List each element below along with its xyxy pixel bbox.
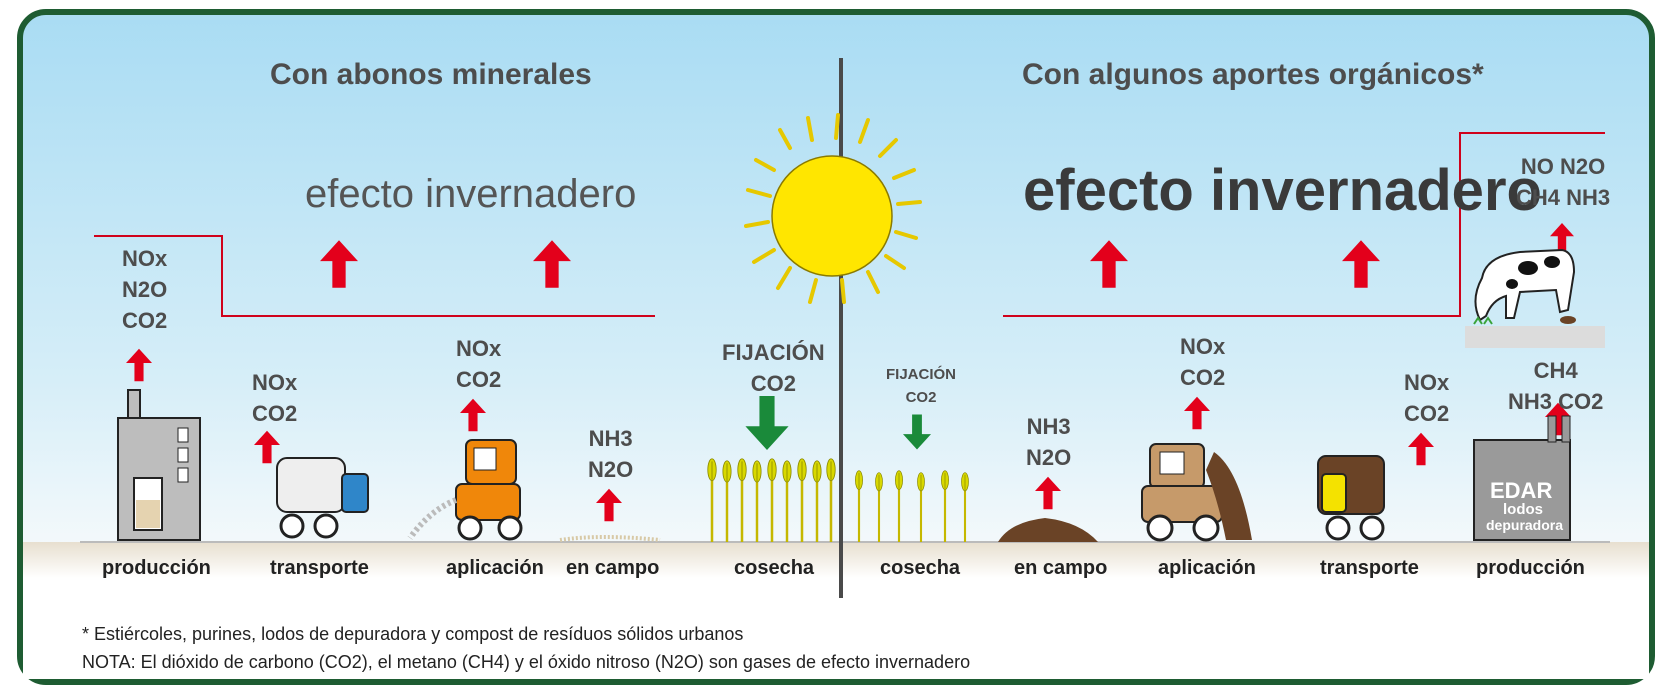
cow-icon bbox=[1465, 248, 1605, 348]
crop-icon-left bbox=[706, 458, 837, 542]
truck-icon bbox=[276, 457, 369, 539]
effect-line-right bbox=[1003, 132, 1605, 317]
stage-produccion-right: producción bbox=[1476, 557, 1585, 579]
tractor-icon bbox=[407, 439, 523, 541]
stage-produccion-left: producción bbox=[102, 557, 211, 579]
title-left: Con abonos minerales bbox=[270, 58, 592, 91]
stage-cosecha-right: cosecha bbox=[880, 557, 961, 579]
stage-encampo-left: en campo bbox=[566, 557, 660, 579]
truck-icon-right bbox=[1317, 455, 1385, 541]
footnote: * Estiércoles, purines, lodos de depurad… bbox=[82, 624, 744, 644]
stage-aplicacion-right: aplicación bbox=[1158, 557, 1256, 579]
gas-aplicacion-left: NOx CO2 bbox=[456, 336, 502, 392]
nota: NOTA: El dióxido de carbono (CO2), el me… bbox=[82, 652, 971, 672]
edar-title: EDAR bbox=[1490, 478, 1553, 503]
effect-label-right: efecto invernadero bbox=[1023, 158, 1542, 223]
effect-line-left bbox=[94, 235, 655, 317]
edar-line1: lodos bbox=[1503, 501, 1543, 518]
manure-pile-icon bbox=[998, 518, 1098, 542]
sun-icon bbox=[744, 113, 922, 304]
fixation-left: FIJACIÓN CO2 bbox=[722, 340, 825, 396]
gas-encampo-right: NH3 N2O bbox=[1026, 414, 1072, 470]
stage-aplicacion-left: aplicación bbox=[446, 557, 544, 579]
tractor-icon-right bbox=[1141, 443, 1252, 542]
factory-icon bbox=[117, 389, 201, 541]
gas-aplicacion-right: NOx CO2 bbox=[1180, 334, 1226, 390]
granules bbox=[559, 535, 661, 542]
stage-transporte-right: transporte bbox=[1320, 557, 1419, 579]
edar-line2: depuradora bbox=[1486, 517, 1564, 533]
stage-encampo-right: en campo bbox=[1014, 557, 1108, 579]
gas-encampo-left: NH3 N2O bbox=[588, 426, 634, 482]
gas-produccion-right: CH4 NH3 CO2 bbox=[1508, 358, 1604, 414]
edar-plant-icon bbox=[1473, 415, 1571, 541]
gas-produccion-left: NOx N2O CO2 bbox=[122, 246, 168, 333]
fixation-right: FIJACIÓN CO2 bbox=[886, 366, 957, 406]
title-right: Con algunos aportes orgánicos* bbox=[1022, 58, 1484, 91]
notes-area bbox=[23, 578, 1649, 679]
gas-transporte-left: NOx CO2 bbox=[252, 370, 298, 426]
stage-transporte-left: transporte bbox=[270, 557, 369, 579]
gas-transporte-right: NOx CO2 bbox=[1404, 370, 1450, 426]
effect-label-left: efecto invernadero bbox=[305, 172, 637, 216]
gas-cow: NO N2O CH4 NH3 bbox=[1516, 154, 1611, 210]
stage-cosecha-left: cosecha bbox=[734, 557, 815, 579]
ground-strip bbox=[23, 542, 1649, 578]
